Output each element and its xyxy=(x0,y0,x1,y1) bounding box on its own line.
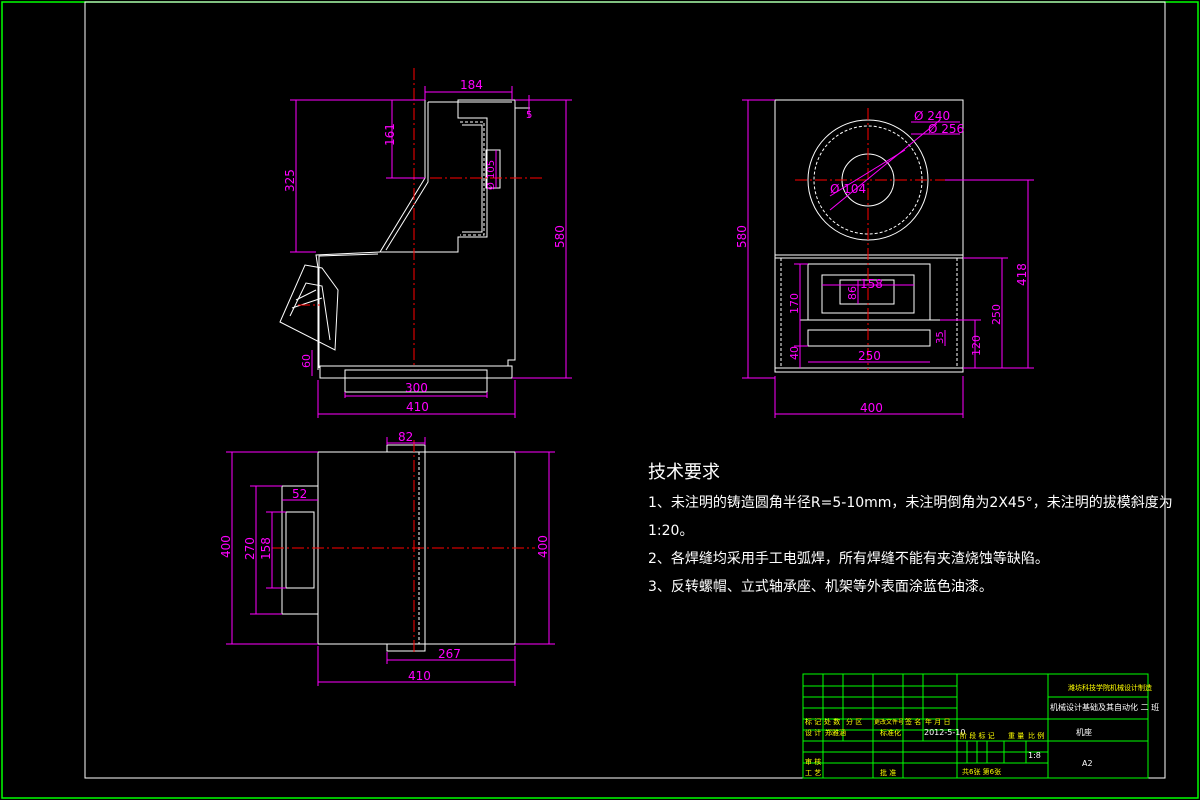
tb-label-4: 签 名 xyxy=(905,717,921,726)
dim-front-256: Ø 256 xyxy=(928,122,964,136)
tb-date: 2012-5-10 xyxy=(924,728,965,737)
tb-drawing-name: 机座 xyxy=(1076,727,1092,737)
dim-front-418: 418 xyxy=(1015,263,1029,286)
dim-top-400-right: 400 xyxy=(536,535,550,558)
dim-side-580: 580 xyxy=(553,225,567,248)
tb-school: 潍坊科技学院机械设计制造 xyxy=(1068,683,1152,692)
tb-label-3: 更改文件号 xyxy=(874,718,904,726)
tb-standard-label: 标准化 xyxy=(880,728,901,737)
dim-side-60: 60 xyxy=(300,354,313,368)
dim-top-158: 158 xyxy=(259,537,273,560)
dim-front-104: Ø 104 xyxy=(830,182,866,196)
dim-side-325: 325 xyxy=(283,169,297,192)
tech-item-1-cont: 1:20。 xyxy=(648,523,694,539)
dim-front-158: 158 xyxy=(860,277,883,291)
side-view: 184 5 161 325 580 Ø 105 60 300 410 xyxy=(279,68,572,418)
inner-frame xyxy=(84,1,1166,779)
dim-front-170: 170 xyxy=(788,293,801,314)
dim-top-52: 52 xyxy=(292,487,307,501)
tech-item-3: 3、反转螺帽、立式轴承座、机架等外表面涂蓝色油漆。 xyxy=(648,579,993,595)
tb-designer: 郑雅涵 xyxy=(825,728,846,737)
tech-title: 技术要求 xyxy=(648,462,720,483)
tech-item-2: 2、各焊缝均采用手工电弧焊，所有焊缝不能有夹渣烧蚀等缺陷。 xyxy=(648,551,1049,567)
tb-label-0: 标 记 xyxy=(805,717,821,726)
dim-side-410: 410 xyxy=(406,400,429,414)
dim-side-hole: Ø 105 xyxy=(485,160,497,190)
dim-front-580: 580 xyxy=(735,225,749,248)
tb-stage-0: 阶 段 标 记 xyxy=(960,731,995,740)
dim-front-400: 400 xyxy=(860,401,883,415)
dim-top-267: 267 xyxy=(438,647,461,661)
tb-label-1: 处 数 xyxy=(824,717,840,726)
technical-requirements: 技术要求 1、未注明的铸造圆角半径R=5-10mm，未注明倒角为2X45°，未注… xyxy=(648,458,1173,604)
tb-label-2: 分 区 xyxy=(846,717,862,726)
dim-front-35: 35 xyxy=(935,331,946,344)
dim-top-270: 270 xyxy=(243,537,257,560)
dim-front-40: 40 xyxy=(788,346,801,360)
dim-front-240: Ø 240 xyxy=(914,109,950,123)
dim-front-86: 86 xyxy=(846,286,859,300)
tb-scale: 1:8 xyxy=(1028,751,1041,760)
dim-top-82: 82 xyxy=(398,430,413,444)
dim-side-161: 161 xyxy=(383,123,397,146)
top-view: 82 52 400 270 158 400 267 410 xyxy=(219,430,555,686)
dim-side-184: 184 xyxy=(460,78,483,92)
dim-front-120: 120 xyxy=(970,335,983,356)
tb-review-label: 审 核 xyxy=(805,757,821,766)
tb-project: 机械设计基础及其自动化 二 班 xyxy=(1050,702,1159,712)
dim-front-250-h: 250 xyxy=(858,349,881,363)
tb-approve-label: 批 准 xyxy=(880,768,896,777)
tb-sheets: 共6张 第6张 xyxy=(962,767,1001,776)
tb-stage-2: 比 例 xyxy=(1028,731,1044,740)
dim-side-5: 5 xyxy=(526,110,532,121)
dim-top-400-left: 400 xyxy=(219,535,233,558)
tb-designer-label: 设 计 xyxy=(805,728,821,737)
tb-stage-1: 重 量 xyxy=(1008,732,1024,740)
dim-top-410: 410 xyxy=(408,669,431,683)
tb-size: A2 xyxy=(1082,759,1093,768)
tb-process-label: 工 艺 xyxy=(805,769,821,777)
dim-side-300: 300 xyxy=(405,381,428,395)
dim-front-250-v: 250 xyxy=(990,304,1003,325)
title-block: 潍坊科技学院机械设计制造 机械设计基础及其自动化 二 班 标 记 处 数 分 区… xyxy=(802,673,1159,779)
front-view: Ø 240 Ø 256 Ø 104 580 418 158 86 170 40 … xyxy=(735,99,1034,418)
tb-label-5: 年 月 日 xyxy=(925,717,950,726)
tech-item-1: 1、未注明的铸造圆角半径R=5-10mm，未注明倒角为2X45°，未注明的拔模斜… xyxy=(648,495,1173,511)
